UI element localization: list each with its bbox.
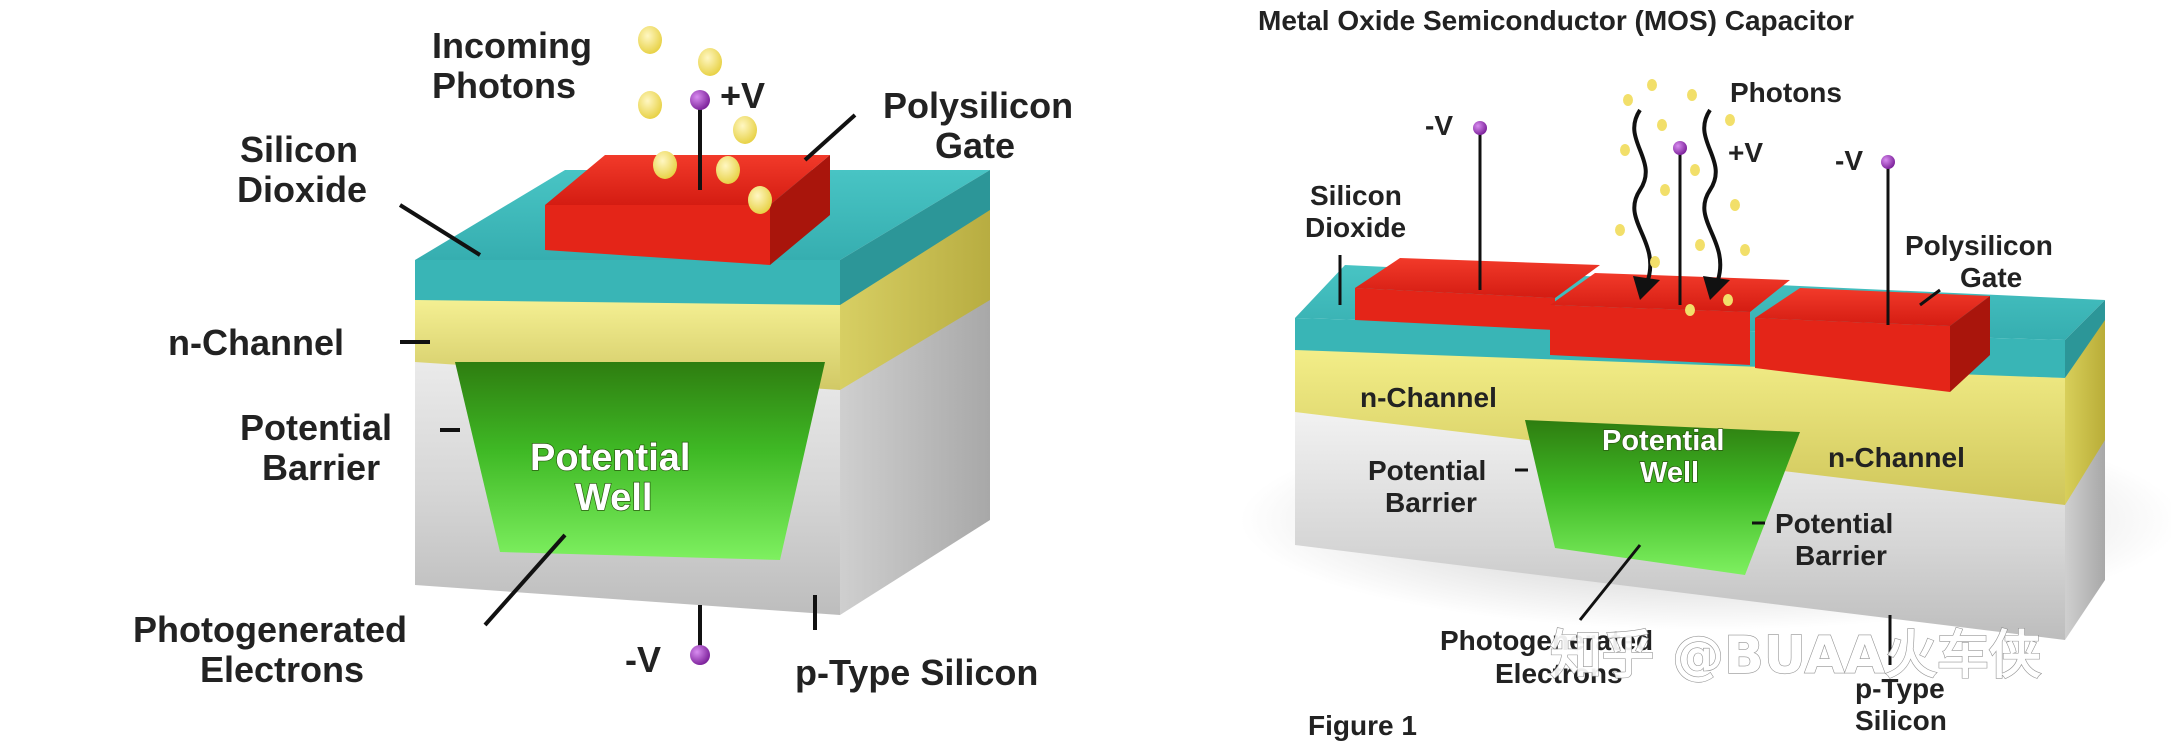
left-label-silicon-dioxide-2: Dioxide xyxy=(237,169,367,210)
right-oxide-side xyxy=(2065,300,2105,378)
right-label-p-type-2: Silicon xyxy=(1855,705,1947,736)
left-label-photogenerated-1: Photogenerated xyxy=(133,609,407,650)
left-photons xyxy=(638,26,772,214)
right-potential-well xyxy=(1525,420,1800,575)
right-gate-3-front xyxy=(1755,318,1950,392)
right-label-minus-v-left: -V xyxy=(1425,110,1453,141)
right-label-potential-well-1: Potential xyxy=(1602,425,1724,457)
right-label-polysilicon-gate-1: Polysilicon xyxy=(1905,230,2053,261)
left-plus-terminal xyxy=(690,90,710,110)
left-gate-front xyxy=(545,205,770,265)
right-minus-terminal-left xyxy=(1473,121,1487,135)
right-plus-terminal xyxy=(1673,141,1687,155)
right-label-polysilicon-gate-2: Gate xyxy=(1960,262,2022,293)
left-gate-side xyxy=(770,155,830,265)
left-label-minus-v: -V xyxy=(625,639,661,680)
left-label-potential-well-1: Potential xyxy=(530,437,690,479)
right-label-silicon-dioxide-2: Dioxide xyxy=(1305,212,1406,243)
left-label-potential-barrier-2: Barrier xyxy=(262,447,380,488)
right-label-title: Metal Oxide Semiconductor (MOS) Capacito… xyxy=(1258,5,1854,36)
watermark-text: 知乎 @BUAA火车侠 xyxy=(1550,626,2041,686)
left-label-p-type-silicon: p-Type Silicon xyxy=(795,652,1038,693)
right-gate-2-front xyxy=(1550,305,1750,365)
left-label-incoming-photons-2: Photons xyxy=(432,65,576,106)
right-minus-terminal-right xyxy=(1881,155,1895,169)
right-label-p-type-1: p-Type xyxy=(1855,673,1945,704)
right-label-potential-barrier-left-1: Potential xyxy=(1368,455,1486,486)
right-label-plus-v: +V xyxy=(1728,137,1763,168)
left-label-n-channel: n-Channel xyxy=(168,322,344,363)
right-label-minus-v-right: -V xyxy=(1835,145,1863,176)
right-gate-1-top xyxy=(1355,258,1600,298)
left-label-plus-v: +V xyxy=(720,75,765,116)
left-minus-terminal xyxy=(690,645,710,665)
left-label-incoming-photons-1: Incoming xyxy=(432,25,592,66)
right-gate-1-front xyxy=(1355,288,1555,330)
right-label-figure: Figure 1 xyxy=(1308,710,1417,741)
right-label-n-channel-left: n-Channel xyxy=(1360,382,1497,413)
left-oxide-side xyxy=(840,170,990,305)
left-label-potential-well-2: Well xyxy=(575,477,652,519)
left-oxide-front xyxy=(415,260,840,305)
left-label-photogenerated-2: Electrons xyxy=(200,649,364,690)
left-diagram: Incoming Photons +V Polysilicon Gate Sil… xyxy=(133,25,1073,693)
right-label-photogenerated-1: Photogenerated xyxy=(1440,625,1653,656)
right-label-silicon-dioxide-1: Silicon xyxy=(1310,180,1402,211)
right-n-channel-front xyxy=(1295,345,2065,505)
right-label-potential-well-2: Well xyxy=(1640,457,1699,489)
right-label-potential-barrier-left-2: Barrier xyxy=(1385,487,1477,518)
right-photons xyxy=(1615,79,1750,316)
right-label-potential-barrier-right-2: Barrier xyxy=(1795,540,1887,571)
left-potential-well xyxy=(455,362,825,560)
right-label-photogenerated-2: Electrons xyxy=(1495,658,1623,689)
left-label-polysilicon-gate-1: Polysilicon xyxy=(883,85,1073,126)
right-gate-3-side xyxy=(1950,296,1990,392)
right-label-potential-barrier-right-1: Potential xyxy=(1775,508,1893,539)
left-label-polysilicon-gate-2: Gate xyxy=(935,125,1015,166)
right-label-photons: Photons xyxy=(1730,77,1842,108)
left-n-channel-side xyxy=(840,205,990,390)
left-label-potential-barrier-1: Potential xyxy=(240,407,392,448)
left-label-silicon-dioxide-1: Silicon xyxy=(240,129,358,170)
right-diagram: Metal Oxide Semiconductor (MOS) Capacito… xyxy=(1240,5,2171,741)
right-label-n-channel-right: n-Channel xyxy=(1828,442,1965,473)
right-n-channel-side xyxy=(2065,318,2105,505)
